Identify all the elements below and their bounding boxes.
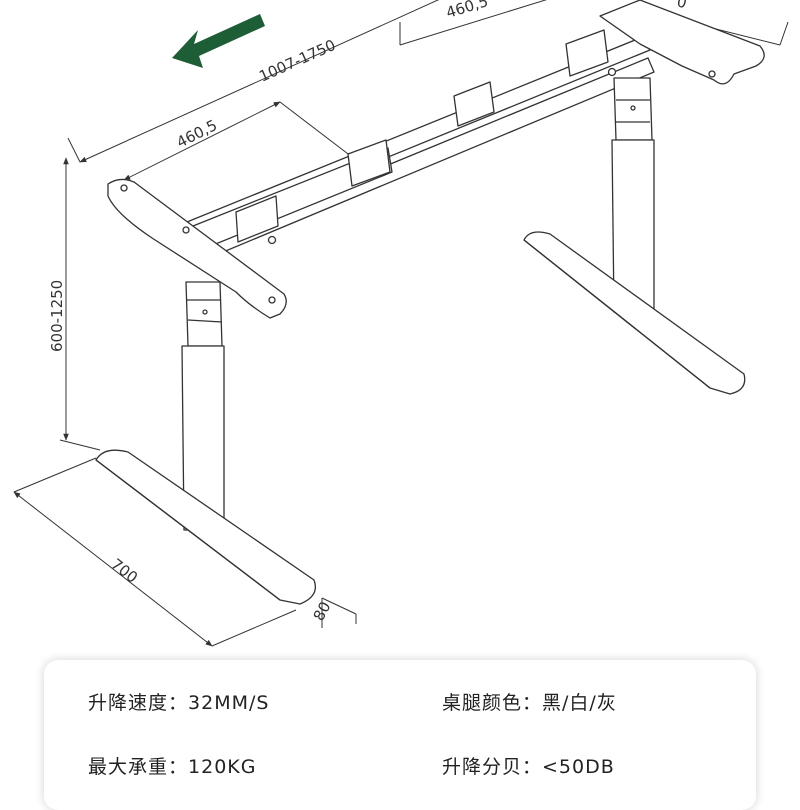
spec-value: 120KG (188, 756, 257, 778)
spec-value: 32MM/S (188, 692, 270, 714)
spec-label: 升降分贝： (442, 756, 543, 778)
spec-label: 桌腿颜色： (442, 692, 543, 714)
spec-max-load: 最大承重：120KG (88, 752, 256, 779)
dim-top-partial: 460,5 (444, 0, 490, 22)
dim-width-range: 1007-1750 (256, 36, 338, 86)
spec-value: <50DB (542, 756, 615, 778)
dim-top-right-partial: 0 (675, 0, 689, 12)
desk-frame-diagram: 1007-1750 460,5 0 460,5 600-1250 700 80 (13, 0, 789, 647)
spec-leg-color: 桌腿颜色：黑/白/灰 (442, 688, 617, 715)
dim-height-range: 600-1250 (48, 280, 66, 352)
dim-frame-section: 460,5 (174, 116, 220, 152)
desk-frame (95, 0, 765, 605)
spec-label: 升降速度： (88, 692, 189, 714)
spec-label: 最大承重： (88, 756, 189, 778)
spec-value: 黑/白/灰 (542, 692, 617, 714)
spec-lift-speed: 升降速度：32MM/S (88, 688, 269, 715)
dim-foot-length: 700 (108, 555, 142, 587)
dimension-lines (13, 0, 789, 647)
direction-arrow-icon (172, 14, 265, 68)
spec-noise: 升降分贝：<50DB (442, 752, 615, 779)
spec-card: 升降速度：32MM/S 桌腿颜色：黑/白/灰 最大承重：120KG 升降分贝：<… (44, 660, 756, 810)
